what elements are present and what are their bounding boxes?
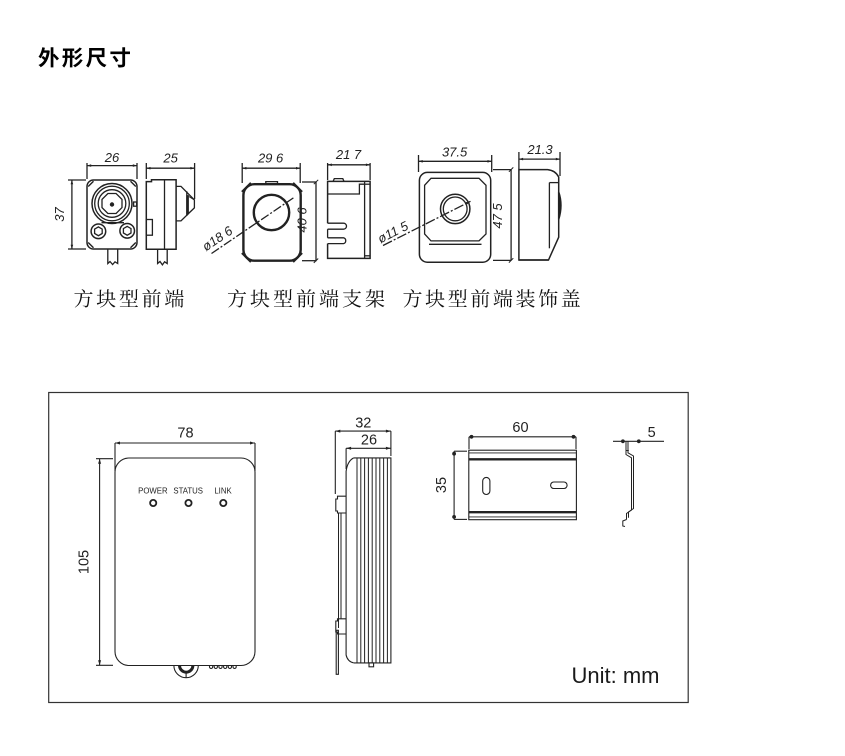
svg-text:Unit: mm: Unit: mm [572, 663, 660, 688]
svg-text:105: 105 [77, 550, 93, 574]
svg-text:37.5: 37.5 [442, 145, 468, 160]
svg-text:78: 78 [177, 426, 193, 442]
svg-text:POWER: POWER [138, 487, 168, 496]
svg-text:35: 35 [434, 477, 450, 493]
svg-text:32: 32 [355, 416, 371, 432]
svg-text:21 7: 21 7 [335, 147, 362, 162]
svg-text:STATUS: STATUS [173, 487, 203, 496]
svg-text:26: 26 [104, 150, 120, 165]
svg-text:40 6: 40 6 [295, 207, 310, 233]
svg-text:LINK: LINK [214, 487, 232, 496]
svg-text:37: 37 [52, 207, 67, 222]
svg-text:21.3: 21.3 [526, 142, 553, 157]
svg-text:26: 26 [361, 433, 377, 449]
svg-text:60: 60 [512, 420, 528, 436]
svg-text:5: 5 [648, 425, 656, 441]
svg-text:47 5: 47 5 [490, 203, 505, 229]
svg-text:29 6: 29 6 [257, 151, 284, 166]
svg-text:ø11 5: ø11 5 [375, 218, 411, 246]
svg-text:25: 25 [162, 151, 178, 166]
